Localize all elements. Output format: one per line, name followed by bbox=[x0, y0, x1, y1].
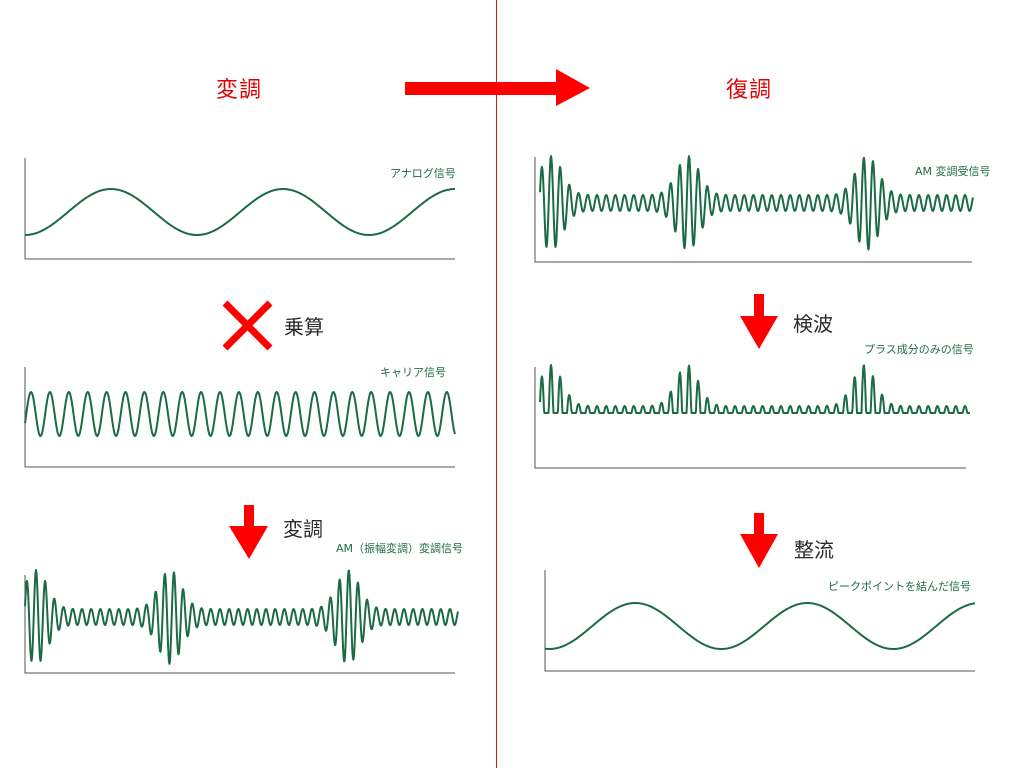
arrow-down-icon bbox=[229, 505, 268, 559]
signal-label-carrier: キャリア信号 bbox=[380, 366, 446, 379]
arrow-down-icon bbox=[740, 294, 778, 349]
waveform-peak-connected bbox=[544, 602, 976, 650]
axes-carrier bbox=[24, 367, 455, 468]
signal-label-am-received: AM 変調受信号 bbox=[915, 165, 991, 178]
axes-positive-only bbox=[534, 367, 966, 469]
signal-label-analog: アナログ信号 bbox=[390, 167, 456, 180]
center-divider bbox=[496, 0, 497, 768]
waveform-am-modulated bbox=[24, 569, 459, 665]
arrow-down-icon bbox=[740, 513, 778, 568]
signal-label-peak-connected: ピークポイントを結んだ信号 bbox=[828, 580, 971, 593]
axes-am-modulated bbox=[24, 575, 455, 674]
heading-demodulation: 復調 bbox=[726, 78, 773, 103]
waveform-carrier bbox=[24, 391, 456, 437]
label-rectify: 整流 bbox=[794, 538, 834, 562]
waveform-am-received bbox=[539, 155, 974, 251]
axes-analog bbox=[24, 158, 455, 260]
waveform-analog bbox=[25, 188, 455, 236]
arrow-right-icon bbox=[405, 69, 590, 106]
label-detect: 検波 bbox=[793, 312, 833, 336]
signal-label-am-modulated: AM（振幅変調）変調信号 bbox=[336, 542, 464, 555]
axes-peak-connected bbox=[544, 570, 975, 672]
signal-label-positive-only: プラス成分のみの信号 bbox=[864, 343, 974, 356]
axes-am-received bbox=[534, 157, 972, 263]
label-modulate: 変調 bbox=[283, 517, 323, 541]
waveform-positive-only bbox=[539, 364, 971, 414]
label-multiply: 乗算 bbox=[284, 315, 324, 339]
multiply-cross-icon bbox=[222, 300, 273, 351]
heading-modulation: 変調 bbox=[216, 78, 263, 103]
